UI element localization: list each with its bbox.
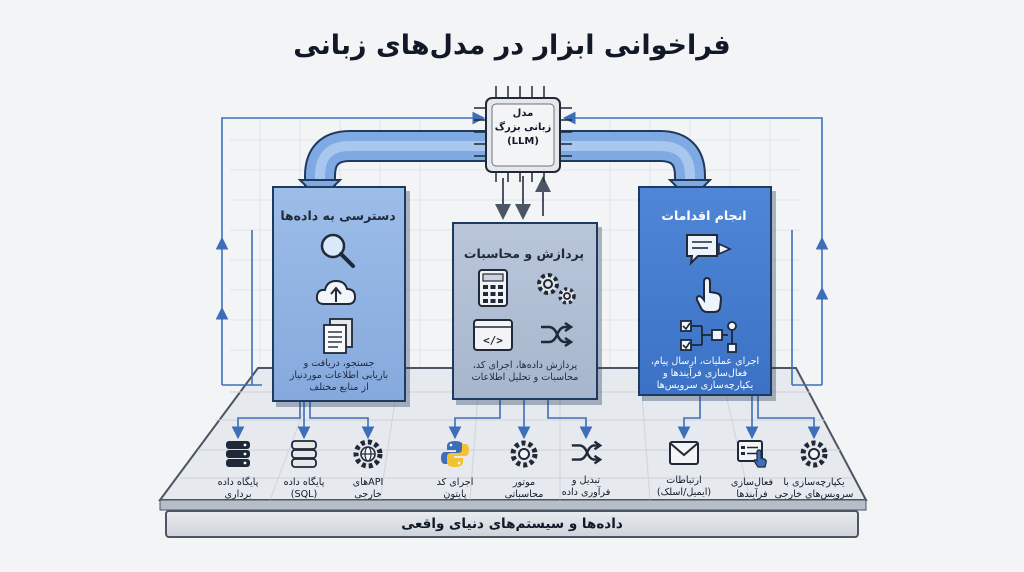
tool-label: ارتباطات (ایمیل/اسلک) (656, 475, 712, 498)
tool-label: APIهای خارجی (352, 477, 384, 500)
calculator-icon (478, 269, 508, 307)
tool-label: پایگاه داده برداری (217, 477, 259, 500)
real-world-systems-bar: داده‌ها و سیستم‌های دنیای واقعی (165, 510, 859, 538)
tool-process-activation: فعال‌سازی فرآیندها (706, 438, 798, 501)
magnifier-icon (320, 233, 355, 268)
svg-text:</>: </> (483, 334, 503, 347)
tool-external-services: یکپارچه‌سازی با سرویس‌های خارجی (768, 438, 860, 501)
tool-arrows (231, 394, 821, 440)
llm-chip (474, 86, 572, 182)
tool-communications: ارتباطات (ایمیل/اسلک) (638, 438, 730, 499)
workflow-icon (680, 320, 737, 353)
processing-description: پردازش داده‌ها، اجرای کد، محاسبات و تحلی… (471, 360, 579, 383)
pointer-hand-icon (695, 276, 723, 313)
tool-external-apis: APIهای خارجی (322, 438, 414, 501)
tool-label: اجرای کد پایتون (436, 477, 474, 500)
tool-label: یکپارچه‌سازی با سرویس‌های خارجی (774, 477, 854, 500)
form-click-icon (737, 440, 767, 468)
code-window-icon: </> (473, 319, 513, 351)
tool-vector-database: پایگاه داده برداری (192, 438, 284, 501)
shuffle-icon (571, 440, 603, 465)
documents-icon (323, 318, 353, 354)
actions-box: انجام اقدامات اجرای عملیات، ارسال پیام، (638, 186, 772, 396)
data-access-description: جستجو، دریافت و بازیابی اطلاعات موردنیاز… (289, 358, 389, 393)
shuffle-icon (541, 321, 574, 348)
cloud-upload-icon (315, 279, 357, 305)
message-send-icon (686, 234, 732, 266)
gear-icon (800, 440, 828, 468)
gear-icon (510, 440, 538, 468)
actions-title: انجام اقدامات (661, 208, 747, 223)
page-title: فراخوانی ابزار در مدل‌های زبانی (293, 30, 731, 61)
database-icon (291, 440, 317, 468)
globe-gear-icon (353, 439, 383, 469)
gears-icon (537, 273, 576, 305)
tool-sql-database: پایگاه داده (SQL) (258, 438, 350, 501)
database-icon (226, 441, 250, 467)
pipe-right (560, 130, 713, 202)
tool-python-execution: اجرای کد پایتون (409, 438, 501, 501)
python-icon (441, 441, 469, 467)
tool-compute-engine: موتور محاسباتی (478, 438, 570, 501)
llm-label: مدل زبانی بزرگ (LLM) (494, 108, 552, 147)
processing-box: پردازش و محاسبات </> پردا (452, 222, 598, 400)
data-access-box: دسترسی به داده‌ها جستجو، دریافت و بازیاب… (272, 186, 406, 402)
tool-label: موتور محاسباتی (504, 477, 544, 500)
actions-description: اجرای عملیات، ارسال پیام، فعال‌سازی فرآی… (650, 356, 760, 391)
tool-label: فعال‌سازی فرآیندها (730, 477, 774, 500)
tool-data-transform: تبدیل و فرآوری داده (540, 438, 632, 499)
tool-label: تبدیل و فرآوری داده (561, 475, 611, 498)
data-access-title: دسترسی به داده‌ها (280, 208, 396, 223)
envelope-icon (669, 441, 699, 465)
processing-title: پردازش و محاسبات (463, 246, 585, 261)
chip-processing-arrows (495, 176, 551, 220)
feedback-loops (215, 111, 829, 386)
tool-label: پایگاه داده (SQL) (283, 477, 325, 500)
